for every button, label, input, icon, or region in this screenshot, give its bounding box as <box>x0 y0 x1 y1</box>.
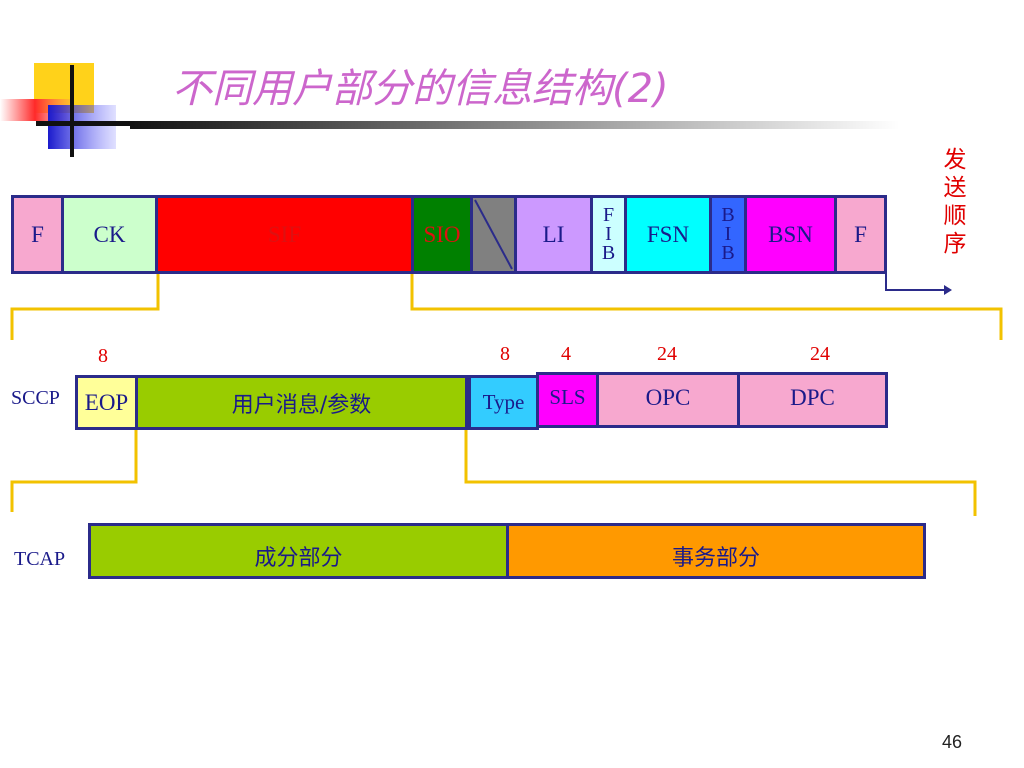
sccp-bracket-left <box>10 429 138 512</box>
field-label: SIO <box>423 221 461 247</box>
field-type: Type <box>468 375 539 430</box>
field-component-part: 成分部分 <box>88 523 509 579</box>
send-order-char: 序 <box>943 231 967 257</box>
field-label: DPC <box>790 385 835 410</box>
field-eop: EOP <box>75 375 138 430</box>
field-label: LI <box>542 221 565 247</box>
sccp-label: SCCP <box>11 387 60 409</box>
field-f-end: F <box>834 195 887 274</box>
field-label: F <box>31 221 44 247</box>
field-label: FSN <box>646 221 690 247</box>
tcap-label: TCAP <box>14 548 66 570</box>
field-label: B <box>601 242 616 264</box>
send-order-char: 顺 <box>943 203 967 229</box>
page-title: 不同用户部分的信息结构(2) <box>172 66 669 112</box>
logo-graphic <box>0 63 134 157</box>
spare-slash-icon <box>474 199 513 270</box>
field-label: BSN <box>768 221 813 247</box>
sif-bracket-left <box>10 273 160 340</box>
field-label: OPC <box>645 385 691 410</box>
field-label: 用户消息/参数 <box>231 392 372 418</box>
sif-bracket-right <box>410 273 1003 340</box>
field-bib: B I B <box>709 195 747 274</box>
bit-count-type: 8 <box>500 343 510 365</box>
arrow-head-icon <box>944 285 952 295</box>
field-sif: SIF <box>155 195 414 274</box>
field-label: B <box>721 242 735 264</box>
field-f-start: F <box>11 195 64 274</box>
send-order-char: 送 <box>943 175 967 201</box>
bit-count-eop: 8 <box>98 345 108 367</box>
field-label: F <box>602 204 615 226</box>
field-label: I <box>724 223 732 245</box>
field-label: 成分部分 <box>254 546 343 571</box>
field-spare <box>470 195 517 274</box>
field-li: LI <box>514 195 593 274</box>
field-label: I <box>605 223 612 245</box>
bit-count-sls: 4 <box>561 343 571 365</box>
field-user-message: 用户消息/参数 <box>135 375 468 430</box>
bit-count-opc: 24 <box>657 343 677 365</box>
field-label: CK <box>93 221 126 247</box>
field-label: B <box>721 204 735 226</box>
field-label: SLS <box>549 385 586 409</box>
field-label: Type <box>482 390 525 414</box>
title-underline <box>130 121 900 129</box>
field-bsn: BSN <box>744 195 837 274</box>
field-transaction-part: 事务部分 <box>506 523 926 579</box>
send-direction-arrow <box>885 272 944 291</box>
field-sio: SIO <box>411 195 473 274</box>
page-number: 46 <box>941 732 962 752</box>
field-label: SIF <box>267 221 302 247</box>
field-label: EOP <box>84 389 129 415</box>
field-opc: OPC <box>596 372 740 428</box>
field-label: 事务部分 <box>671 546 760 571</box>
send-order-char: 发 <box>943 147 967 173</box>
bit-count-dpc: 24 <box>810 343 830 365</box>
field-fib: F I B <box>590 195 627 274</box>
send-order-label: 发 送 顺 序 <box>941 146 969 258</box>
field-sls: SLS <box>536 372 599 428</box>
field-label: F <box>854 221 867 247</box>
field-ck: CK <box>61 195 158 274</box>
field-fsn: FSN <box>624 195 712 274</box>
sccp-bracket-right <box>464 429 977 516</box>
field-dpc: DPC <box>737 372 888 428</box>
